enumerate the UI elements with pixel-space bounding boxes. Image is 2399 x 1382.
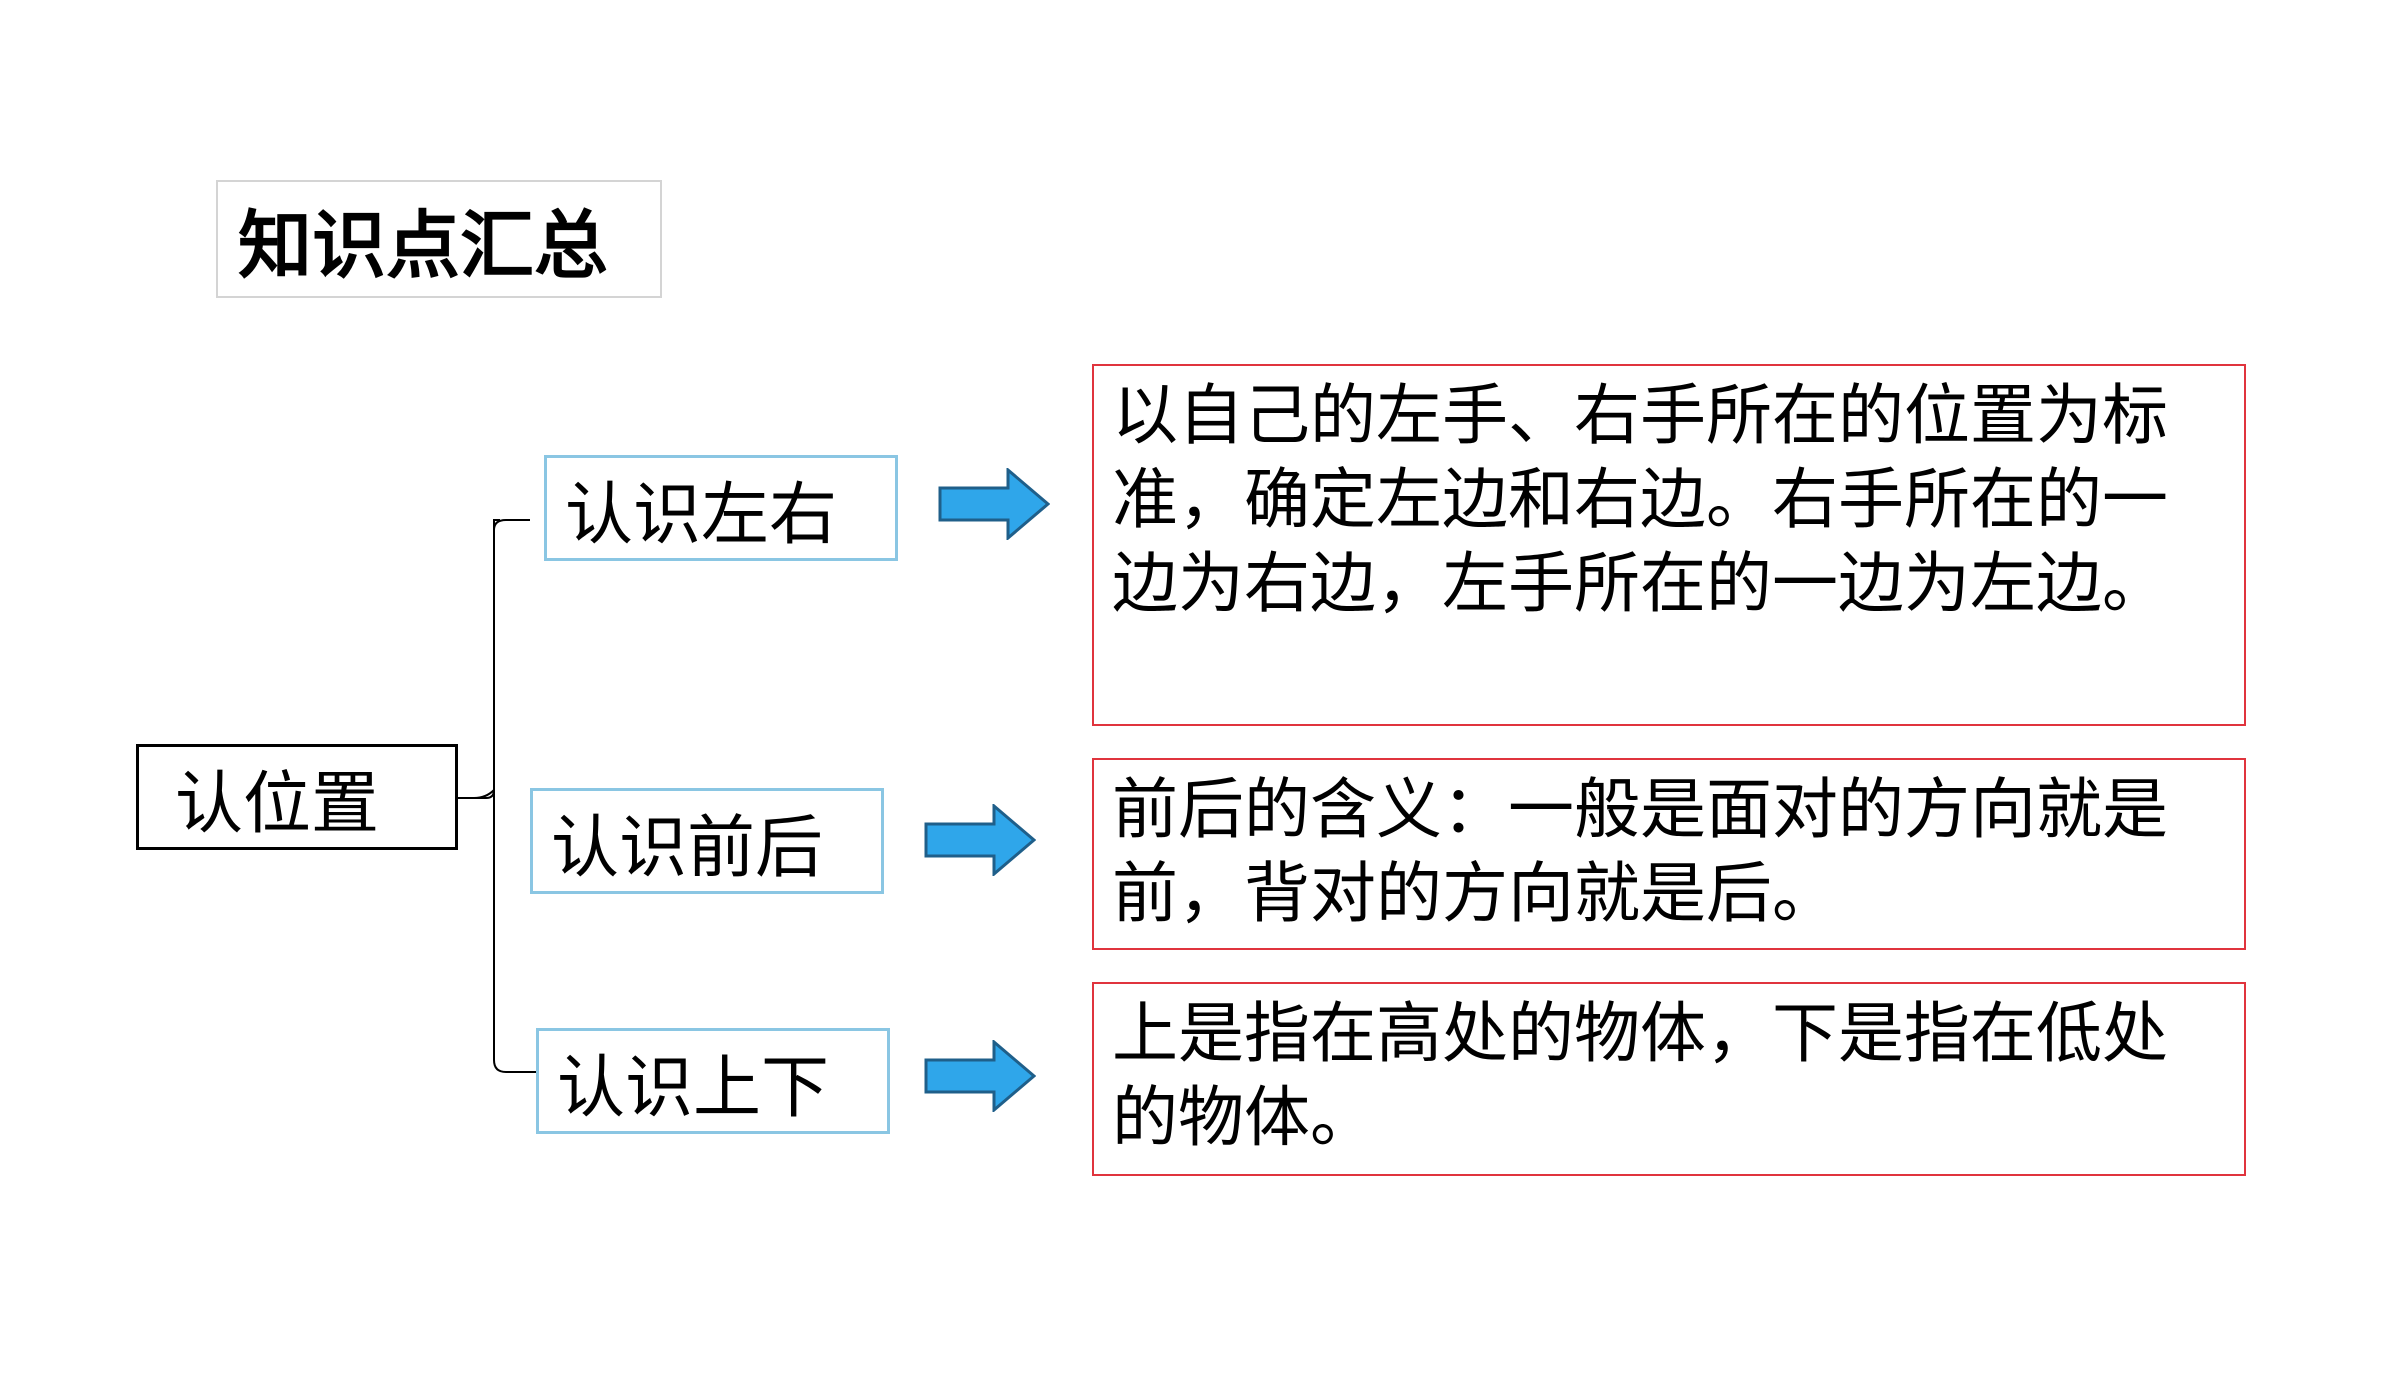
page-title-text: 知识点汇总 — [238, 202, 608, 289]
branch-node-left-right: 认识左右 — [544, 455, 898, 561]
branch-node-up-down: 认识上下 — [536, 1028, 890, 1134]
description-text: 以自己的左手、右手所在的位置为标准，确定左边和右边。右手所在的一边为右边，左手所… — [1112, 377, 2168, 622]
branch-node-front-back: 认识前后 — [530, 788, 884, 894]
root-node-label: 认位置 — [175, 764, 380, 844]
description-box-up-down: 上是指在高处的物体，下是指在低处的物体。 — [1092, 982, 2246, 1176]
right-arrow-icon — [924, 804, 1036, 876]
right-arrow-icon — [938, 468, 1050, 540]
branch-node-label: 认识上下 — [557, 1048, 830, 1128]
right-arrow-icon — [924, 1040, 1036, 1112]
root-node: 认位置 — [136, 744, 458, 850]
page-title: 知识点汇总 — [216, 180, 662, 298]
description-text: 前后的含义：一般是面对的方向就是前，背对的方向就是后。 — [1112, 771, 2168, 932]
branch-node-label: 认识左右 — [565, 475, 838, 555]
description-box-front-back: 前后的含义：一般是面对的方向就是前，背对的方向就是后。 — [1092, 758, 2246, 950]
description-box-left-right: 以自己的左手、右手所在的位置为标准，确定左边和右边。右手所在的一边为右边，左手所… — [1092, 364, 2246, 726]
branch-node-label: 认识前后 — [551, 808, 824, 888]
description-text: 上是指在高处的物体，下是指在低处的物体。 — [1112, 995, 2168, 1156]
